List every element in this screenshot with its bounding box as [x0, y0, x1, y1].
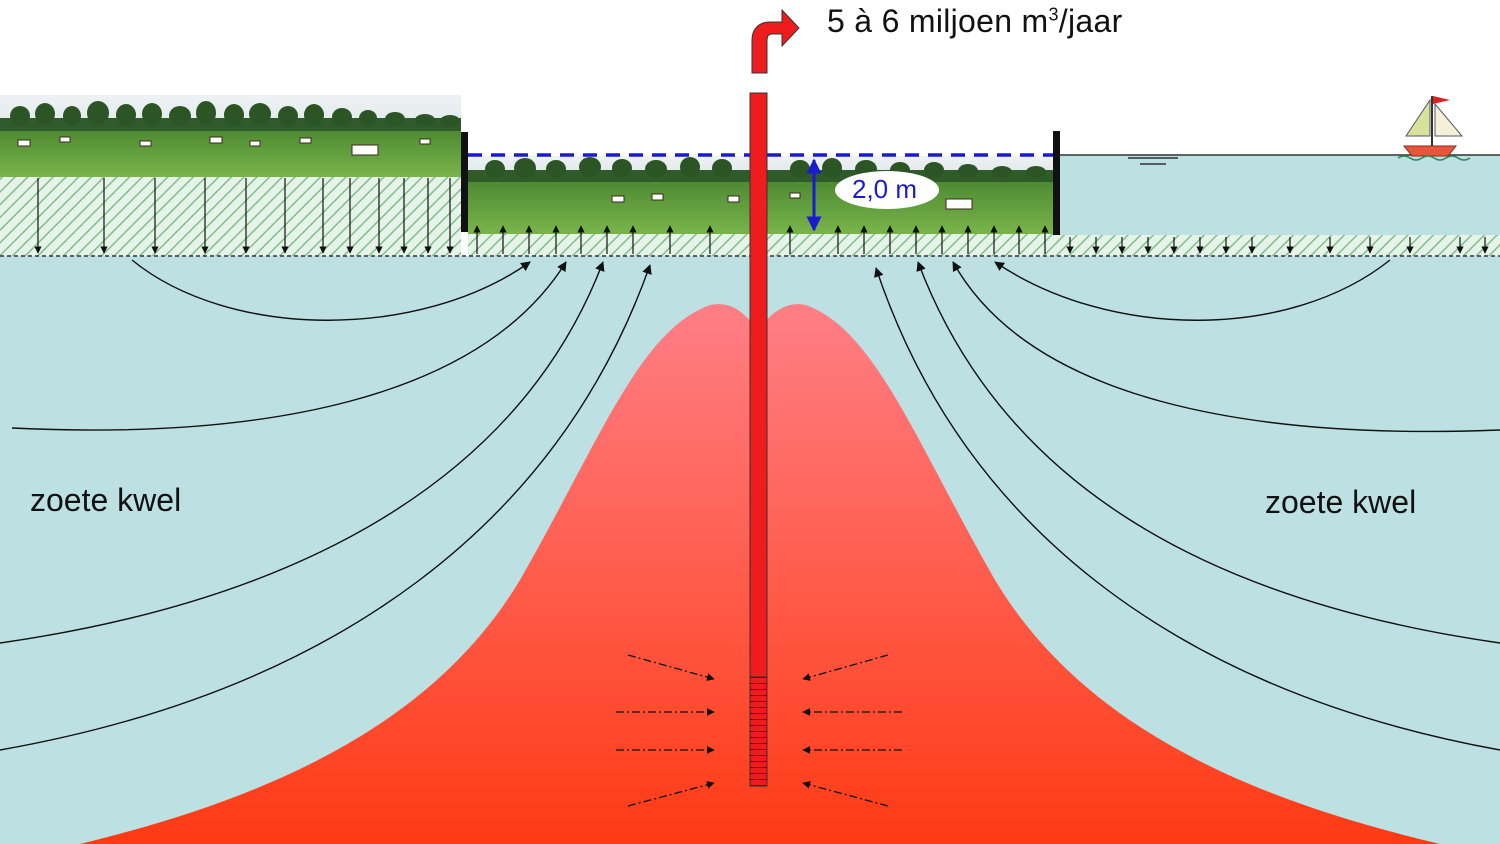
sailboat-icon: [1397, 96, 1471, 161]
outflow-arrow-icon: [751, 8, 800, 74]
infiltration-arrows-left: [34, 178, 454, 254]
extraction-rate-label: 5 à 6 miljoen m3/jaar: [827, 3, 1123, 39]
right-cover-layer: [1060, 235, 1500, 256]
left-polder-landscape: [0, 95, 461, 177]
seepage-arrows-middle: [473, 225, 1049, 254]
level-difference-label: 2,0 m: [852, 174, 918, 204]
level-difference-badge: [835, 171, 939, 209]
infiltration-arrows-right: [1066, 237, 1489, 254]
screen-inflow-arrows: [616, 654, 902, 807]
well-pipe: [749, 92, 768, 678]
left-dike-wall: [461, 132, 468, 232]
seepage-label-right: zoete kwel: [1265, 484, 1417, 520]
seepage-label-left: zoete kwel: [30, 482, 182, 518]
left-cover-layer: [0, 177, 461, 256]
well-screen: [749, 676, 768, 787]
water-level-icon: [1128, 157, 1178, 165]
flow-lines: [0, 259, 1500, 751]
right-dike-wall: [1053, 131, 1060, 235]
lake-water: [1060, 155, 1500, 235]
